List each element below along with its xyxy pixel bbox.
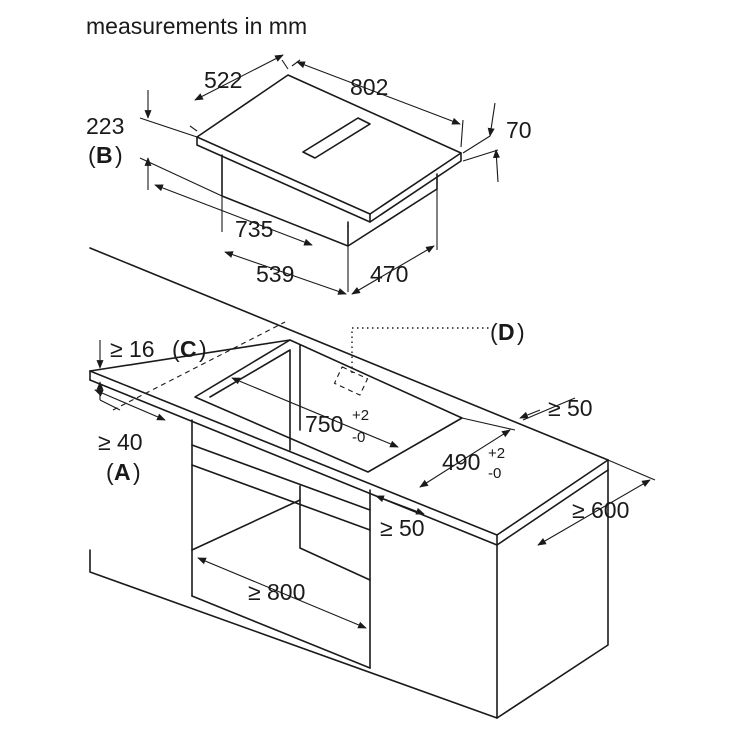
hob-height-label: 223 — [86, 113, 124, 139]
hob-thickness-label: 70 — [506, 117, 532, 143]
front-edge-label: ≥ 16 ( C ) — [110, 336, 207, 362]
svg-text:): ) — [199, 336, 207, 362]
worktop-depth-label: ≥ 600 — [572, 497, 629, 523]
housing-width-label: 735 — [235, 216, 273, 242]
svg-text:C: C — [180, 336, 197, 362]
hob-width-label: 802 — [350, 74, 388, 100]
svg-text:(: ( — [88, 142, 96, 168]
svg-text:): ) — [517, 319, 525, 345]
svg-text:A: A — [114, 459, 131, 485]
svg-text:490: 490 — [442, 449, 480, 475]
downdraft-vent — [302, 117, 371, 159]
svg-text:+2: +2 — [352, 407, 369, 424]
cutout-depth-label: 490 +2 -0 — [442, 445, 505, 482]
svg-text:(: ( — [490, 319, 498, 345]
rear-distance-label: ≥ 50 — [548, 395, 593, 421]
svg-text:+2: +2 — [488, 445, 505, 462]
housing-depth-front-label: 539 — [256, 261, 294, 287]
svg-text:(: ( — [172, 336, 180, 362]
cabinet-width-label: ≥ 800 — [248, 579, 305, 605]
detail-d-marker — [333, 327, 490, 396]
svg-text:D: D — [498, 319, 515, 345]
cutout-opening — [194, 339, 463, 473]
worktop-front-ref: ( A ) — [106, 459, 141, 485]
hob-depth-label: 522 — [204, 67, 242, 93]
housing-depth-side-label: 470 — [370, 261, 408, 287]
title-label: measurements in mm — [86, 13, 307, 39]
worktop-cabinet — [89, 247, 609, 719]
svg-text:): ) — [115, 142, 123, 168]
svg-text:(: ( — [106, 459, 114, 485]
svg-text:B: B — [96, 142, 113, 168]
svg-text:≥ 16: ≥ 16 — [110, 336, 155, 362]
svg-text:-0: -0 — [352, 429, 365, 446]
below-distance-label: ≥ 50 — [380, 515, 425, 541]
hob-dimensions — [139, 54, 501, 295]
worktop-front-label: ≥ 40 — [98, 429, 143, 455]
detail-d-ref: ( D ) — [490, 319, 525, 345]
svg-text:): ) — [133, 459, 141, 485]
cutout-width-label: 750 +2 -0 — [305, 407, 369, 446]
hob-height-ref: ( B ) — [88, 142, 123, 168]
svg-text:750: 750 — [305, 411, 343, 437]
cutout-dimensions — [94, 340, 656, 629]
svg-text:-0: -0 — [488, 465, 501, 482]
